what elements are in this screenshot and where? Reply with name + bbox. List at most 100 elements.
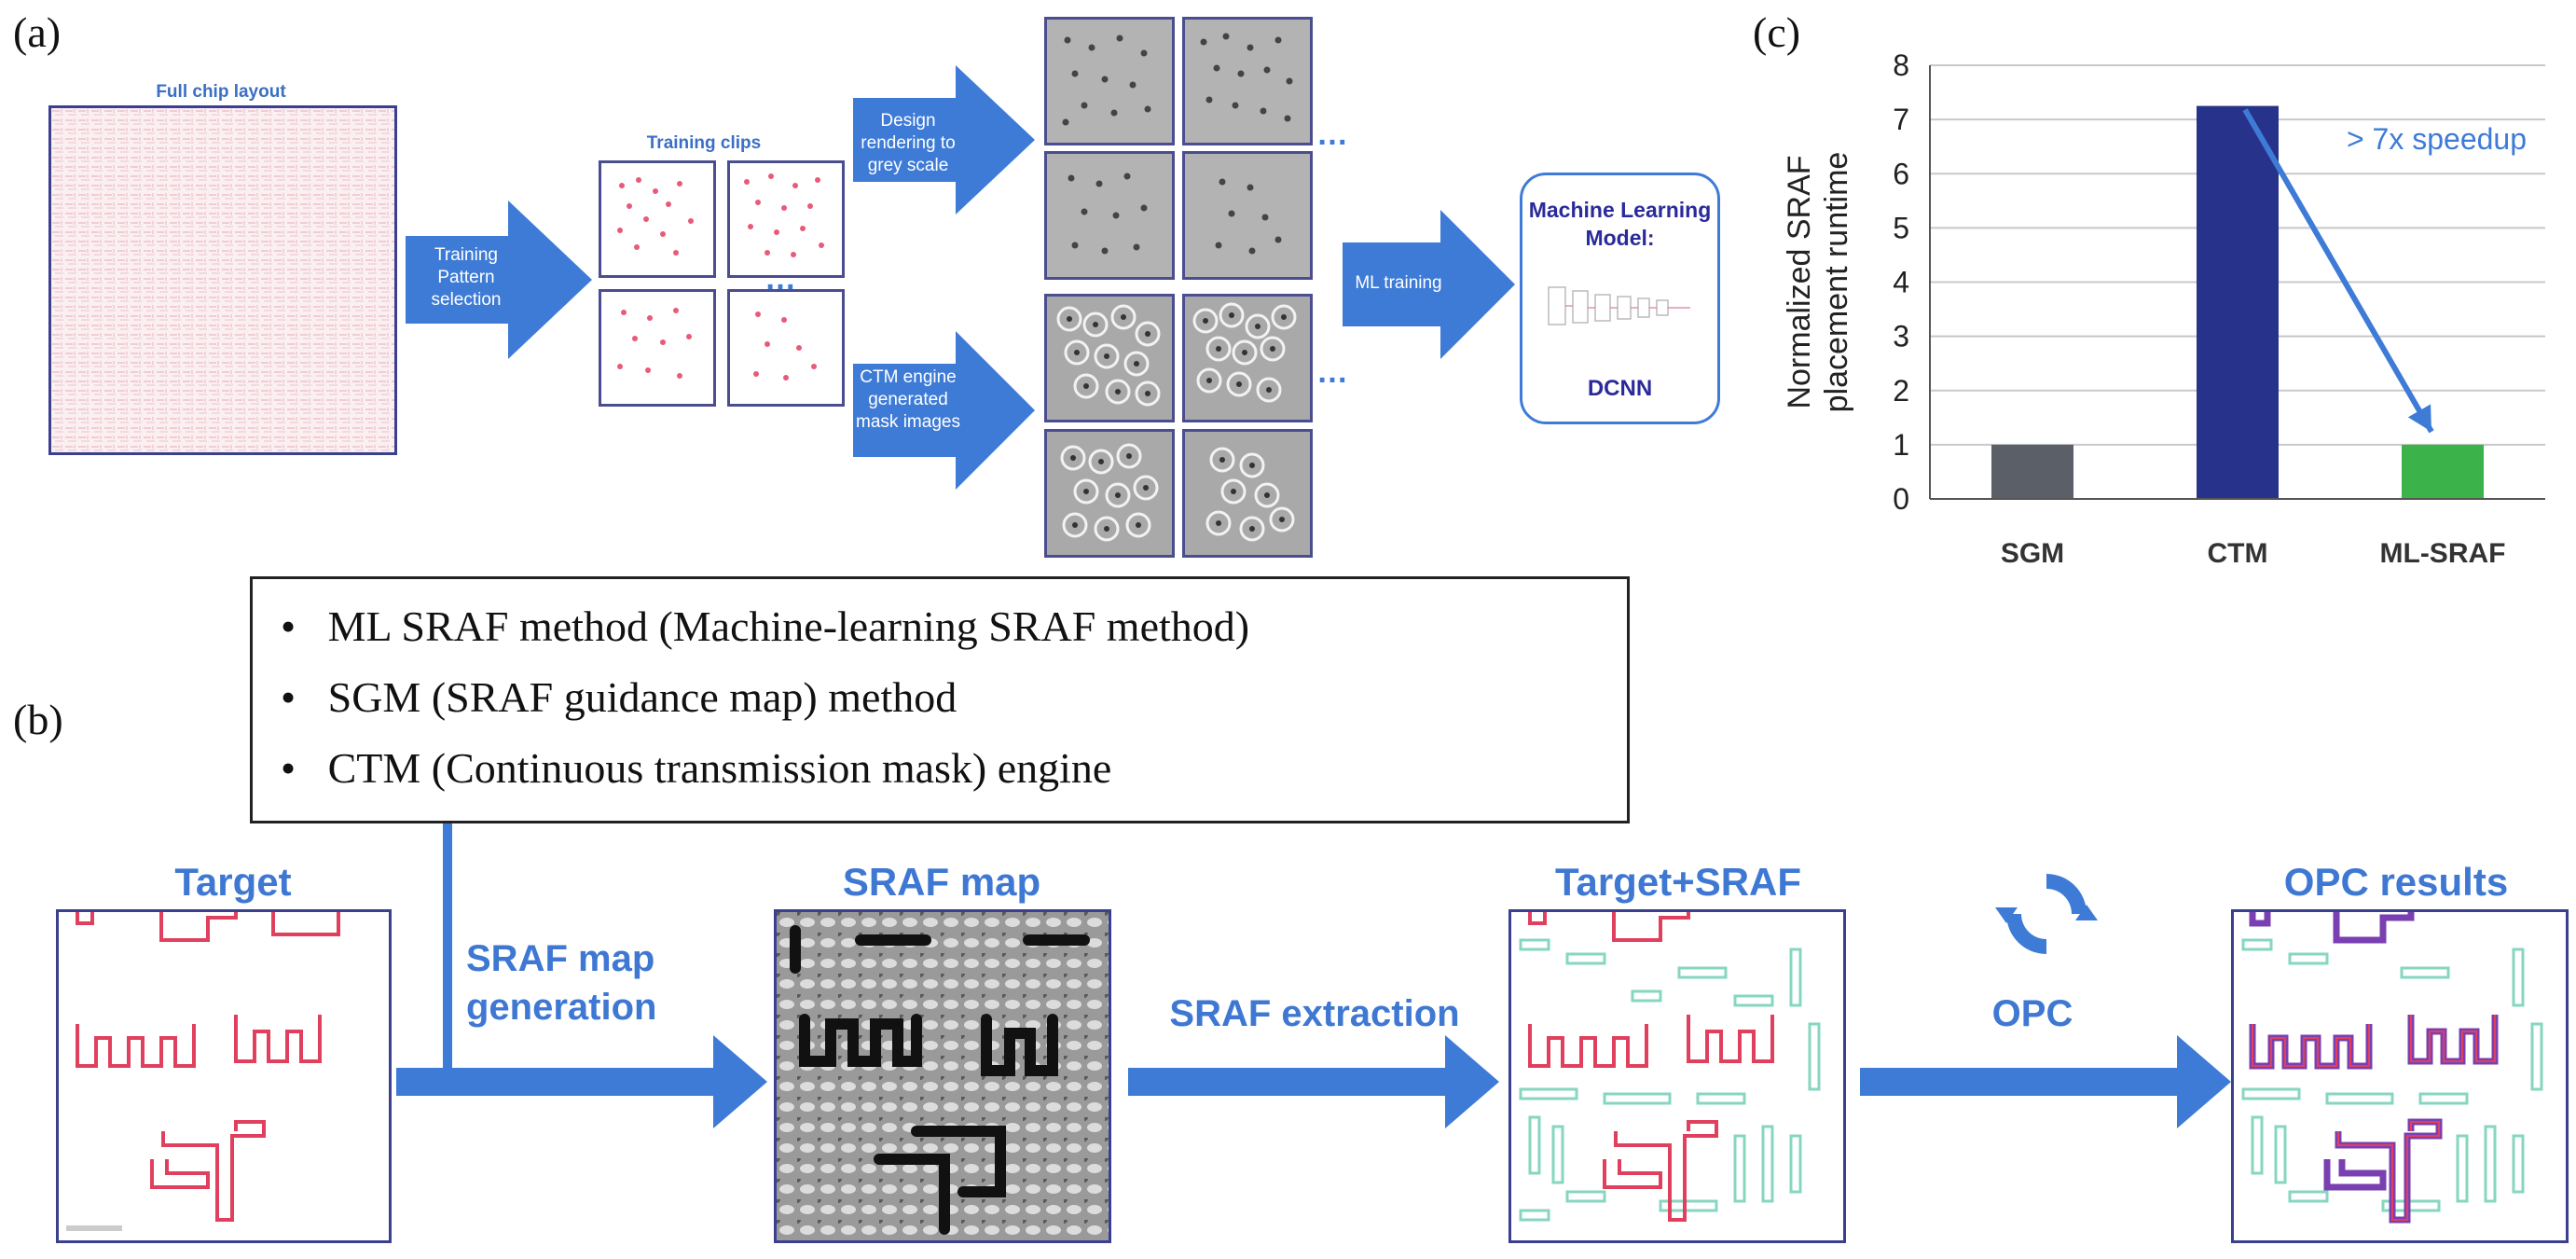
ctm-engine-arrow [853, 331, 1035, 490]
ml-training-arrow [1343, 210, 1515, 359]
opc-results-title: OPC results [2283, 860, 2509, 904]
ctm-mask-clip-3-rings [1060, 443, 1159, 542]
ml-model-box: Machine Learning Model: DCNN [1520, 173, 1720, 424]
training-clip-1 [599, 160, 716, 278]
sraf-map-pattern [777, 912, 1109, 1240]
training-clips-title: Training clips [646, 133, 762, 153]
legend-bullet: • [281, 673, 296, 721]
chart-speedup-arrowhead [2407, 404, 2431, 432]
target-title: Target [174, 860, 292, 904]
chart-y-tick-label: 7 [1893, 103, 1909, 136]
target-sraf-title: Target+SRAF [1554, 860, 1802, 904]
chart-speedup-arrow [2242, 108, 2434, 434]
training-pattern-label: Training Pattern selection [431, 245, 502, 310]
ctm-mask-clip-1-rings [1056, 304, 1161, 407]
legend-connector-line [443, 823, 452, 1085]
training-clip-2 [727, 160, 845, 278]
training-clip-4-dots [753, 311, 817, 380]
legend-item-3: • CTM (Continuous transmission mask) eng… [281, 743, 1111, 793]
legend-item-2: • SGM (SRAF guidance map) method [281, 672, 957, 722]
ctm-mask-clip-3 [1044, 429, 1175, 558]
legend-item-3-text: CTM (Continuous transmission mask) engin… [327, 744, 1112, 792]
opc-results-pattern [2241, 912, 2543, 1224]
target-sraf-image [1508, 909, 1846, 1243]
chart-bars [1991, 105, 2484, 499]
sraf-map-generation-arrow [396, 1035, 767, 1128]
sraf-map-generation-line1: SRAF map [466, 938, 655, 979]
ml-training-label: ML training [1355, 273, 1442, 293]
grey-clip-1-dots [1062, 35, 1151, 126]
chart-y-label-line1: Normalized SRAF [1782, 155, 1817, 408]
chart-y-tick-label: 2 [1893, 374, 1909, 408]
grey-clip-2-dots [1200, 33, 1293, 122]
chart-y-ticks: 0 1 2 3 4 5 6 7 8 [1893, 48, 1909, 516]
grey-clip-3 [1044, 151, 1175, 280]
dcnn-network-icon [1548, 286, 1690, 325]
training-clip-2-dots [744, 173, 824, 257]
chart-y-tick-label: 8 [1893, 48, 1909, 82]
clips-ellipsis: … [765, 261, 796, 297]
training-pattern-arrow [406, 201, 592, 359]
target-pattern [66, 912, 340, 1231]
grey-clip-3-dots [1068, 173, 1148, 255]
full-chip-layout-image [48, 105, 397, 455]
grey-clip-1 [1044, 17, 1175, 145]
opc-arrow [1860, 1035, 2231, 1128]
chart-y-tick-label: 5 [1893, 211, 1909, 244]
sraf-map-image [774, 909, 1111, 1243]
grey-ellipsis: … [1316, 117, 1348, 152]
ctm-mask-clip-2-rings [1192, 302, 1297, 403]
chart-y-tick-label: 6 [1893, 157, 1909, 190]
panel-label-b: (b) [13, 696, 63, 743]
chart-y-tick-label: 1 [1893, 428, 1909, 462]
chart-y-tick-label: 3 [1893, 320, 1909, 353]
training-clip-3 [599, 289, 716, 407]
sraf-map-generation-line2: generation [466, 987, 657, 1028]
legend-bullet: • [281, 602, 296, 650]
sraf-extraction-label: SRAF extraction [1169, 993, 1460, 1034]
chart-y-tick-label: 0 [1893, 482, 1909, 516]
chart-speedup-label: > 7x speedup [2347, 122, 2527, 156]
training-clip-4 [727, 289, 845, 407]
chart-bar-ctm [2197, 105, 2279, 499]
full-chip-title: Full chip layout [156, 82, 286, 102]
grey-clip-4 [1182, 151, 1313, 280]
grey-clip-4-dots [1215, 178, 1282, 255]
ctm-mask-clip-1 [1044, 294, 1175, 422]
chart-bar-ml-sraf [2402, 444, 2484, 499]
ctm-mask-clip-2 [1182, 294, 1313, 422]
chart-y-label-line2: placement runtime [1819, 152, 1854, 413]
ctm-mask-clip-4-rings [1205, 447, 1295, 542]
legend-bullet: • [281, 744, 296, 792]
sraf-map-title: SRAF map [842, 860, 1041, 904]
target-layout-image [56, 909, 392, 1243]
chart-x-tick-label: ML-SRAF [2380, 538, 2506, 569]
refresh-cycle-icon [1995, 874, 2098, 954]
full-chip-texture [51, 108, 394, 452]
legend-item-1-text: ML SRAF method (Machine-learning SRAF me… [327, 602, 1250, 650]
target-sraf-pattern [1519, 912, 1821, 1222]
ctm-engine-label: CTM engine generated mask images [856, 367, 960, 432]
chart-bar-sgm [1991, 444, 2073, 499]
training-clip-3-dots [617, 308, 692, 379]
panel-label-a: (a) [13, 8, 62, 56]
opc-label: OPC [1991, 993, 2073, 1034]
chart-y-tick-label: 4 [1893, 266, 1909, 299]
legend-item-2-text: SGM (SRAF guidance map) method [327, 673, 957, 721]
sraf-map-generation-label: SRAF map generation [466, 934, 746, 1031]
ml-model-title: Machine Learning Model: [1528, 198, 1712, 250]
method-legend-box: • ML SRAF method (Machine-learning SRAF … [250, 576, 1630, 823]
legend-item-1: • ML SRAF method (Machine-learning SRAF … [281, 602, 1249, 651]
training-clip-1-dots [617, 177, 694, 256]
ctm-ellipsis: … [1316, 354, 1348, 390]
chart-y-axis-label: Normalized SRAFplacement runtime [1782, 152, 1854, 413]
opc-results-image [2231, 909, 2569, 1243]
chart-annotation: > 7x speedup [2242, 108, 2527, 434]
design-rendering-label: Design rendering to grey scale [861, 111, 956, 175]
grey-clip-2 [1182, 17, 1313, 145]
chart-x-tick-label: SGM [2001, 538, 2064, 569]
design-rendering-arrow [853, 65, 1035, 214]
